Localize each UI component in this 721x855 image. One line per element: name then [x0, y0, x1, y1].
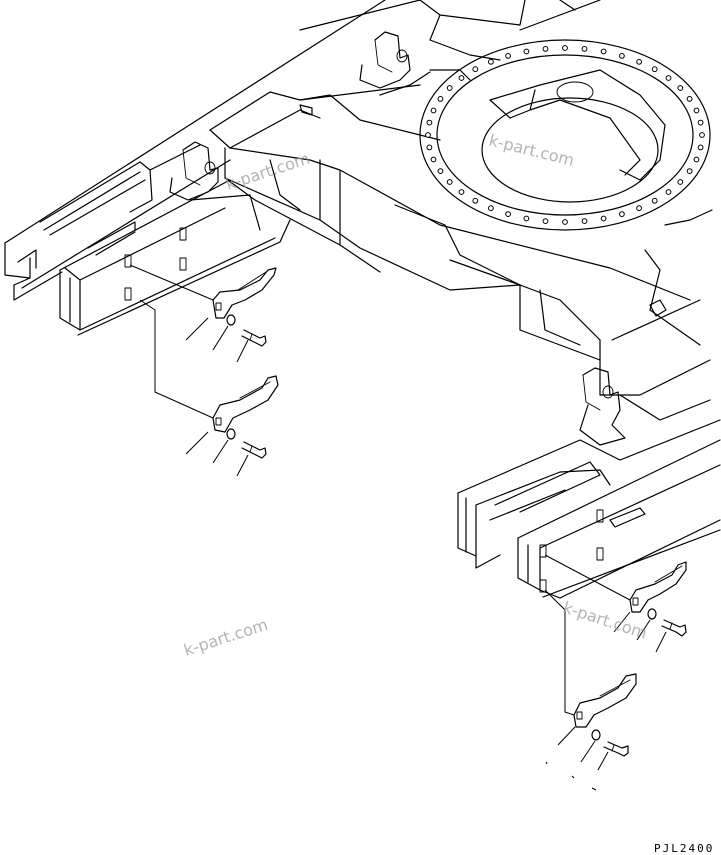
bolt-hole	[693, 156, 700, 163]
bolt-hole	[426, 119, 433, 126]
revolving-frame-body	[189, 0, 713, 421]
bolt-hole	[488, 58, 494, 65]
bolt-hole	[472, 197, 479, 204]
bolt-hole	[446, 85, 453, 91]
bolt-hole	[488, 205, 494, 212]
bolt-hole	[697, 119, 704, 126]
watermark-3: k-part.com	[181, 615, 270, 660]
lower-left-washer	[226, 428, 236, 440]
bolt-hole	[600, 215, 607, 222]
right-track-frame	[457, 419, 721, 599]
bolt-hole	[600, 48, 607, 55]
upper-right-guard-bracket	[629, 561, 687, 613]
bolt-hole	[430, 107, 437, 114]
lower-left-bolt	[241, 441, 267, 459]
drawing-code: PJL2400	[654, 842, 714, 855]
bolt-hole	[446, 179, 453, 185]
leader-lines	[129, 264, 667, 791]
bolt-hole	[665, 75, 672, 81]
bolt-hole	[665, 189, 672, 195]
upper-right-bolt	[661, 619, 687, 637]
bolt-hole	[562, 219, 568, 225]
swing-circle	[419, 39, 711, 231]
bolt-hole	[458, 189, 465, 195]
bolt-hole	[425, 132, 431, 138]
lower-right-bolt	[603, 741, 629, 757]
bolt-hole	[437, 96, 444, 102]
watermark-1: k-part.com	[223, 149, 312, 194]
bolt-hole	[619, 53, 625, 59]
bolt-hole	[562, 45, 568, 51]
left-track-frame	[4, 0, 386, 336]
lower-left-guard-bracket	[212, 375, 279, 433]
bolt-hole	[651, 197, 658, 204]
bolt-hole	[581, 46, 588, 52]
bolt-hole	[542, 46, 549, 52]
bolt-hole	[430, 156, 437, 163]
bolt-hole	[523, 48, 530, 55]
upper-left-washer	[226, 314, 236, 326]
upper-left-bolt	[241, 329, 267, 347]
pivot-bracket-left	[169, 141, 219, 201]
bolt-hole	[693, 107, 700, 114]
bolt-hole	[523, 215, 530, 222]
watermark-4: k-part.com	[561, 598, 650, 643]
bolt-hole	[697, 144, 704, 151]
watermarks: k-part.com k-part.com k-part.com k-part.…	[181, 130, 649, 659]
bolt-hole	[677, 85, 684, 91]
bolt-hole	[651, 66, 658, 73]
bolt-hole	[636, 205, 642, 212]
bolt-hole	[505, 53, 512, 59]
lower-right-guard-bracket	[573, 673, 637, 728]
pivot-bracket-top	[359, 31, 411, 89]
upper-right-washer	[647, 608, 657, 620]
pivot-bracket-right	[579, 367, 626, 446]
upper-left-guard-bracket	[212, 267, 277, 319]
swing-circle-bolt-holes	[425, 45, 705, 225]
bolt-hole	[686, 168, 693, 175]
bolt-hole	[677, 179, 684, 185]
lower-right-washer	[591, 729, 601, 741]
bolt-hole	[426, 144, 433, 151]
bolt-hole	[437, 168, 444, 175]
watermark-2: k-part.com	[487, 130, 576, 170]
bolt-hole	[458, 75, 465, 81]
bolt-hole	[505, 211, 512, 218]
bolt-hole	[472, 66, 479, 73]
bolt-hole	[581, 218, 588, 225]
bolt-hole	[636, 58, 642, 65]
bolt-hole	[542, 218, 549, 225]
bolt-hole	[619, 211, 625, 218]
bolt-hole	[699, 132, 705, 138]
bolt-hole	[686, 96, 693, 102]
